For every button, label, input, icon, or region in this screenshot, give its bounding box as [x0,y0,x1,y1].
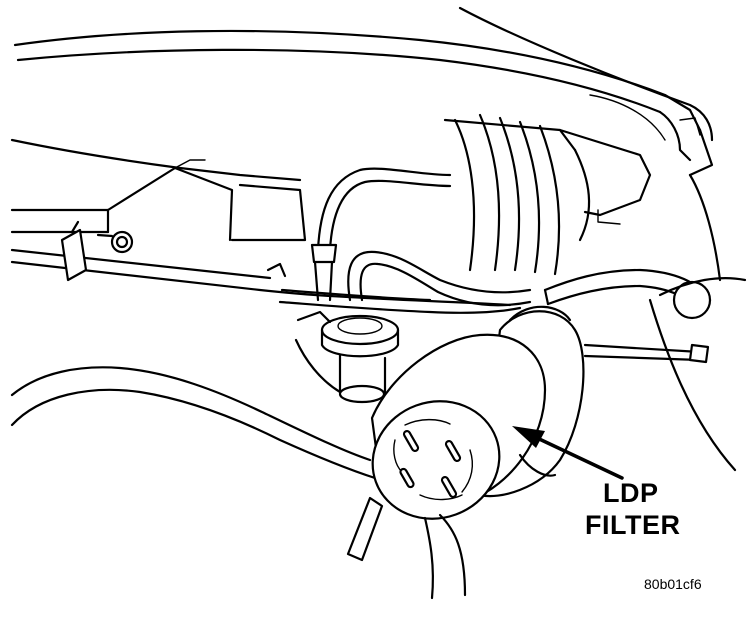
figure-reference: 80b01cf6 [644,576,702,592]
coolant-hose [310,167,452,302]
lower-body [10,366,377,480]
callout-label-line2: FILTER [585,510,681,540]
wheel-well [543,173,747,472]
fender-panel [10,138,512,307]
callout-label-line1: LDP [603,478,659,508]
callout-arrow [512,426,624,480]
hood-underside [13,6,714,177]
heater-box [443,113,652,276]
vent-hose [278,250,532,314]
leak-detection-pump [294,310,400,404]
mounting-stud [346,496,467,600]
bracket [60,220,287,282]
ldp-filter [370,305,585,520]
